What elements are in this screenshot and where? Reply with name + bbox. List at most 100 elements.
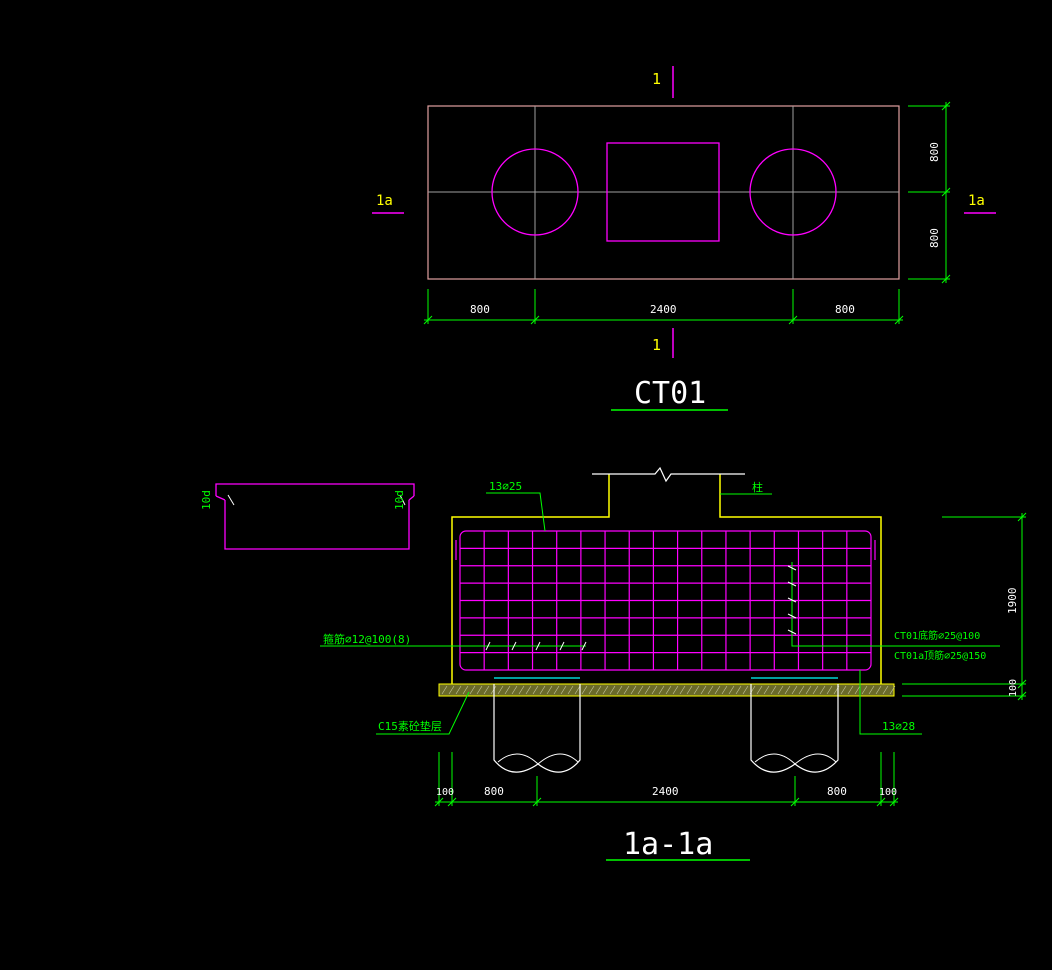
rebar-cage [455, 530, 876, 671]
section-mark-bottom: 1 [652, 336, 661, 354]
hatch-stroke [728, 685, 735, 695]
hook-label-right: 10d [393, 490, 406, 510]
section-dim-cushion: 100 [1008, 679, 1019, 697]
hatch-stroke [700, 685, 707, 695]
plan-dim-left: 800 [470, 303, 490, 316]
hatch-stroke [707, 685, 714, 695]
hatch-stroke [826, 685, 833, 695]
leader-pile-cap-note [791, 562, 1000, 647]
hatch-stroke [469, 685, 476, 695]
hatch-stroke [567, 685, 574, 695]
plan-dim-lower: 800 [928, 228, 941, 248]
hatch-stroke [581, 685, 588, 695]
side-rebar-ticks [787, 565, 797, 635]
section-dim-800-right: 800 [827, 785, 847, 798]
hatch-stroke [672, 685, 679, 695]
hatch-stroke [854, 685, 861, 695]
hatch-stroke [644, 685, 651, 695]
plan-dim-middle: 2400 [650, 303, 677, 316]
hatch-stroke [511, 685, 518, 695]
hatch-stroke [602, 685, 609, 695]
hatch-stroke [847, 685, 854, 695]
hatch-stroke [693, 685, 700, 695]
hatch-stroke [679, 685, 686, 695]
plan-dim-right: 800 [835, 303, 855, 316]
hatch-stroke [483, 685, 490, 695]
hatch-stroke [784, 685, 791, 695]
hatch-stroke [777, 685, 784, 695]
hatch-stroke [630, 685, 637, 695]
hatch-stroke [525, 685, 532, 695]
hatch-stroke [595, 685, 602, 695]
hatch-stroke [763, 685, 770, 695]
section-mark-right: 1a [968, 193, 985, 209]
hatch-stroke [623, 685, 630, 695]
hatch-stroke [805, 685, 812, 695]
hatch-stroke [714, 685, 721, 695]
stirrup-ticks [485, 641, 587, 651]
label-top-rebar: 13⌀25 [489, 480, 522, 493]
hatch-stroke [574, 685, 581, 695]
hook-bar [215, 483, 415, 550]
section-view: 13⌀25 柱 箍筋⌀12@100(8) CT01底筋⌀25@100 CT01a… [320, 466, 1027, 862]
hatch-stroke [616, 685, 623, 695]
hatch-stroke [553, 685, 560, 695]
section-title: 1a-1a [623, 827, 713, 862]
hatch-stroke [560, 685, 567, 695]
hatch-stroke [651, 685, 658, 695]
hatch-stroke [462, 685, 469, 695]
section-mark-left: 1a [376, 193, 393, 209]
label-pile-cap-note1: CT01底筋⌀25@100 [894, 629, 980, 642]
section-dim-800-left: 800 [484, 785, 504, 798]
hatch-stroke [861, 685, 868, 695]
leader-cushion [376, 691, 470, 735]
plan-view: 1 1 1a 1a 800 2400 800 [372, 66, 996, 411]
label-column-mark: 柱 [752, 480, 763, 494]
cushion-layer [438, 683, 895, 697]
hatch-stroke [756, 685, 763, 695]
hatch-stroke [455, 685, 462, 695]
hatch-stroke [609, 685, 616, 695]
hatch-stroke [770, 685, 777, 695]
hatch-stroke [742, 685, 749, 695]
hatch-stroke [441, 685, 448, 695]
hook-label-left: 10d [200, 490, 213, 510]
hatch-stroke [840, 685, 847, 695]
hatch-stroke [882, 685, 889, 695]
label-bottom-rebar: 13⌀28 [882, 720, 915, 733]
label-pile-cap-note2: CT01a顶筋⌀25@150 [894, 649, 986, 662]
hatch-stroke [588, 685, 595, 695]
leader-top-rebar [486, 492, 546, 532]
hatch-stroke [532, 685, 539, 695]
section-mark-top: 1 [652, 70, 661, 88]
hatch-stroke [546, 685, 553, 695]
hatch-stroke [686, 685, 693, 695]
plan-vertical-dimension [908, 101, 951, 284]
hatch-stroke [812, 685, 819, 695]
hatch-stroke [539, 685, 546, 695]
hatch-stroke [504, 685, 511, 695]
hatch-stroke [721, 685, 728, 695]
label-stirrup: 箍筋⌀12@100(8) [323, 632, 411, 646]
pile-section-left [493, 684, 581, 773]
hatch-stroke [518, 685, 525, 695]
hatch-stroke [448, 685, 455, 695]
hatch-stroke [819, 685, 826, 695]
hatch-stroke [875, 685, 882, 695]
pile-section-right [750, 684, 839, 773]
section-vertical-dimension [902, 512, 1027, 701]
column-break-line [592, 466, 745, 483]
hook-detail: 10d 10d [200, 483, 415, 550]
label-cushion: C15素砼垫层 [378, 719, 442, 733]
hatch-stroke [735, 685, 742, 695]
hatch-stroke [658, 685, 665, 695]
plan-dim-upper: 800 [928, 142, 941, 162]
section-dim-100-right: 100 [879, 787, 897, 798]
hatch-stroke [798, 685, 805, 695]
hatch-stroke [791, 685, 798, 695]
pile-left [491, 148, 579, 236]
pile-right [749, 148, 837, 236]
hatch-stroke [476, 685, 483, 695]
column-outline [606, 142, 720, 242]
